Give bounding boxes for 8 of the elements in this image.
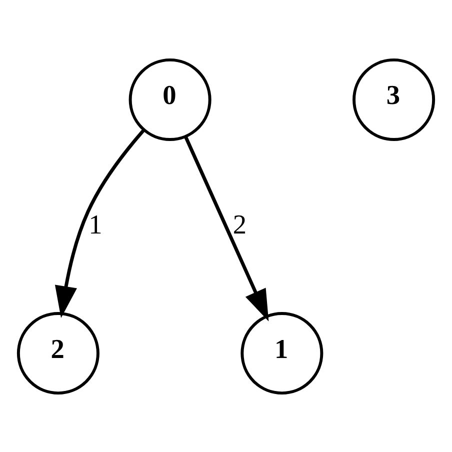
node-circle: 3 [352, 58, 436, 140]
edge-label: 1 [88, 208, 102, 239]
arrow [184, 136, 269, 321]
node-circle: 0 [128, 58, 212, 140]
node-circle: 1 [240, 312, 324, 394]
edge-label: 2 [232, 208, 247, 239]
node-circle: 2 [16, 312, 100, 394]
arrow [54, 128, 145, 318]
